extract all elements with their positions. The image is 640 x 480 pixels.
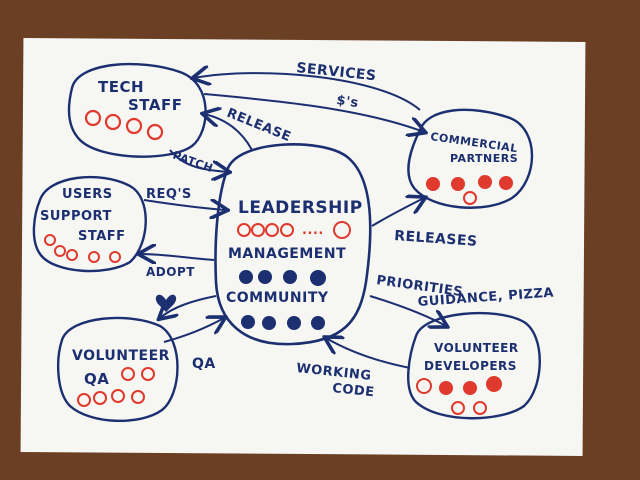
leadership-people bbox=[237, 221, 351, 239]
commercial-partners-people bbox=[426, 175, 513, 205]
edge-releases bbox=[371, 198, 424, 227]
staff-label: STAFF bbox=[78, 229, 126, 244]
community-people bbox=[241, 315, 325, 330]
paper-sheet bbox=[20, 38, 586, 456]
management-people bbox=[239, 270, 326, 286]
node-users-support: USERS SUPPORT STAFF bbox=[32, 175, 147, 273]
node-tech-staff: TECH STAFF bbox=[67, 62, 207, 158]
volunteer-developers-label-2: DEVELOPERS bbox=[424, 359, 517, 373]
edge-patch bbox=[169, 149, 228, 172]
edge-priorities bbox=[369, 295, 446, 326]
node-volunteer-qa: VOLUNTEER QA bbox=[57, 316, 179, 423]
node-leadership: LEADERSHIP .... MANAGEMENT COMMUNITY bbox=[214, 143, 372, 346]
edge-qa-out bbox=[160, 295, 217, 318]
edge-label-releases: RELEASES bbox=[394, 228, 478, 250]
users-label: USERS bbox=[62, 187, 113, 202]
edge-release bbox=[204, 114, 253, 151]
management-label: MANAGEMENT bbox=[228, 246, 346, 262]
commercial-partners-label-2: PARTNERS bbox=[450, 152, 518, 165]
heart-doodle bbox=[155, 294, 177, 312]
tech-staff-people bbox=[84, 109, 164, 141]
volunteer-qa-label-1: VOLUNTEER bbox=[72, 348, 170, 364]
users-support-people bbox=[44, 234, 121, 263]
volunteer-developers-label-1: VOLUNTEER bbox=[434, 341, 519, 355]
tech-staff-label-1: TECH bbox=[98, 78, 144, 96]
edge-money bbox=[203, 93, 424, 132]
leadership-label: LEADERSHIP bbox=[238, 198, 363, 218]
leadership-dots: .... bbox=[302, 223, 324, 238]
volunteer-qa-people bbox=[77, 367, 155, 407]
edge-services bbox=[194, 73, 421, 111]
edge-adopt bbox=[140, 254, 215, 260]
volunteer-qa-label-2: QA bbox=[84, 370, 109, 388]
support-label: SUPPORT bbox=[40, 209, 112, 224]
edge-working-code bbox=[326, 338, 411, 369]
edge-label-code: CODE bbox=[332, 381, 376, 400]
edge-label-adopt: ADOPT bbox=[146, 265, 195, 279]
edge-label-qa: QA bbox=[192, 356, 216, 372]
tech-staff-label-2: STAFF bbox=[128, 96, 182, 114]
edge-reqs bbox=[143, 200, 226, 210]
edge-label-money: $'s bbox=[335, 93, 359, 111]
community-label: COMMUNITY bbox=[226, 290, 329, 306]
edge-qa-in bbox=[163, 318, 224, 343]
edge-label-reqs: REQ'S bbox=[146, 187, 192, 202]
edges bbox=[140, 73, 446, 369]
node-volunteer-developers: VOLUNTEER DEVELOPERS bbox=[407, 311, 541, 420]
volunteer-developers-people bbox=[416, 376, 502, 415]
